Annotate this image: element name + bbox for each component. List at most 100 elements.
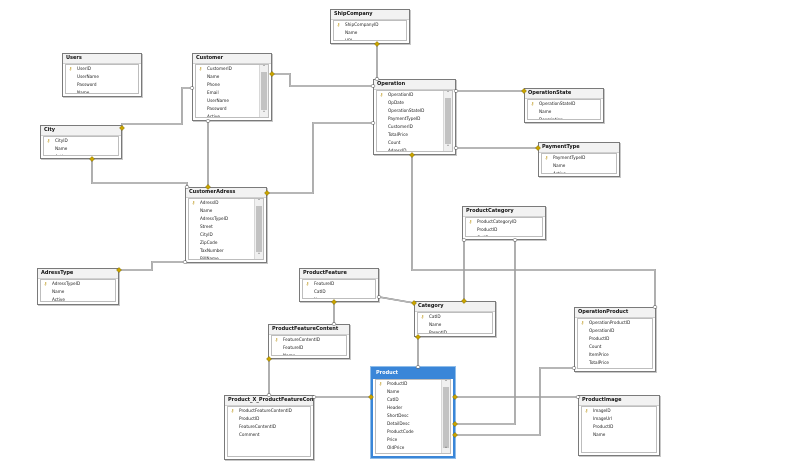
rel-operationproduct-product[interactable] bbox=[455, 367, 574, 436]
column-row[interactable]: ⚷OperationProductID bbox=[578, 319, 652, 327]
column-row[interactable]: ProductID bbox=[466, 226, 542, 234]
column-row[interactable]: CatID bbox=[466, 234, 542, 236]
column-row[interactable]: Name bbox=[272, 352, 346, 355]
column-row[interactable]: ⚷ProductFeatureContentID bbox=[228, 407, 310, 415]
column-row[interactable]: ⚷UserID bbox=[66, 65, 138, 73]
column-row[interactable]: CityID bbox=[189, 231, 263, 239]
column-row[interactable]: AdressTypeID bbox=[189, 215, 263, 223]
column-row[interactable]: OperationStateID bbox=[377, 107, 452, 115]
column-row[interactable]: TaxNumber bbox=[189, 247, 263, 255]
table-title[interactable]: AdressType bbox=[38, 269, 118, 279]
rel-operation-customer[interactable] bbox=[272, 73, 373, 87]
table-title[interactable]: Product bbox=[373, 369, 453, 379]
table-title[interactable]: ShipCompany bbox=[331, 10, 409, 20]
column-row[interactable]: PaymentTypeID bbox=[377, 115, 452, 123]
column-row[interactable]: ⚷FeatureContentID bbox=[272, 336, 346, 344]
column-row[interactable]: Name bbox=[66, 89, 138, 93]
table-title[interactable]: ProductFeature bbox=[300, 269, 378, 279]
rel-operation-customeradress[interactable] bbox=[267, 122, 373, 194]
column-row[interactable]: Name bbox=[528, 108, 600, 116]
column-row[interactable]: OpDate bbox=[377, 99, 452, 107]
column-row[interactable]: Password bbox=[66, 81, 138, 89]
column-row[interactable]: ⚷FeatureID bbox=[303, 280, 375, 288]
column-row[interactable]: ⚷ProductID bbox=[376, 380, 450, 388]
column-row[interactable]: UserName bbox=[196, 97, 268, 105]
column-row[interactable]: Name bbox=[41, 288, 115, 296]
table-title[interactable]: PaymentType bbox=[539, 143, 619, 153]
column-row[interactable]: Name bbox=[582, 431, 656, 439]
table-title[interactable]: Product_X_ProductFeatureContent bbox=[225, 396, 313, 406]
column-row[interactable]: Active bbox=[196, 113, 268, 117]
column-row[interactable]: Count bbox=[578, 343, 652, 351]
column-row[interactable]: UserName bbox=[66, 73, 138, 81]
scroll-up-icon[interactable]: ˄ bbox=[446, 91, 450, 97]
scroll-down-icon[interactable]: ˅ bbox=[446, 145, 450, 151]
table-title[interactable]: OperationState bbox=[525, 89, 603, 99]
column-row[interactable]: Name bbox=[542, 162, 616, 170]
column-row[interactable]: ⚷ShipCompanyID bbox=[334, 21, 406, 29]
table-title[interactable]: Operation bbox=[374, 80, 455, 90]
column-row[interactable]: DetailDesc bbox=[376, 420, 450, 428]
column-row[interactable]: TotalPrice bbox=[377, 131, 452, 139]
column-row[interactable]: Name bbox=[44, 145, 118, 153]
scroll-down-icon[interactable]: ˅ bbox=[257, 253, 261, 259]
vertical-scrollbar[interactable]: ˄˅ bbox=[441, 380, 450, 453]
scroll-up-icon[interactable]: ˄ bbox=[262, 65, 266, 71]
vertical-scrollbar[interactable]: ˄˅ bbox=[443, 91, 452, 151]
table-title[interactable]: ProductImage bbox=[579, 396, 659, 406]
column-row[interactable]: ProductCode bbox=[376, 428, 450, 436]
column-row[interactable]: TotalPrice bbox=[578, 359, 652, 367]
column-row[interactable]: BillName bbox=[189, 255, 263, 259]
vertical-scrollbar[interactable]: ˄˅ bbox=[254, 199, 263, 259]
column-row[interactable]: Phone bbox=[196, 81, 268, 89]
column-row[interactable]: ⚷CityID bbox=[44, 137, 118, 145]
column-row[interactable]: Count bbox=[377, 139, 452, 147]
column-row[interactable]: Active bbox=[41, 296, 115, 301]
table-title[interactable]: ProductFeatureContent bbox=[269, 325, 349, 335]
table-title[interactable]: City bbox=[41, 126, 121, 136]
column-row[interactable]: FeatureID bbox=[272, 344, 346, 352]
column-row[interactable]: ProductID bbox=[578, 335, 652, 343]
scroll-down-icon[interactable]: ˅ bbox=[262, 111, 266, 117]
column-row[interactable]: ShortDesc bbox=[376, 412, 450, 420]
column-row[interactable]: ProductID bbox=[582, 423, 656, 431]
scroll-thumb[interactable] bbox=[445, 98, 451, 144]
column-row[interactable]: ItemPrice bbox=[578, 351, 652, 359]
column-row[interactable]: Active bbox=[44, 153, 118, 155]
column-row[interactable]: CatID bbox=[303, 288, 375, 296]
column-row[interactable]: OperationID bbox=[578, 327, 652, 335]
scroll-thumb[interactable] bbox=[261, 72, 267, 110]
table-title[interactable]: Customer bbox=[193, 54, 271, 64]
scroll-up-icon[interactable]: ˄ bbox=[444, 380, 448, 386]
column-row[interactable]: FeatureContentID bbox=[228, 423, 310, 431]
scroll-down-icon[interactable]: ˅ bbox=[444, 447, 448, 453]
table-title[interactable]: Users bbox=[63, 54, 141, 64]
column-row[interactable]: IsInShowcase bbox=[376, 452, 450, 453]
column-row[interactable]: Name bbox=[303, 296, 375, 298]
rel-customeradress-adresstype[interactable] bbox=[119, 261, 185, 271]
column-row[interactable]: ParentID bbox=[418, 329, 492, 333]
column-row[interactable]: ⚷ProductCategoryID bbox=[466, 218, 542, 226]
column-row[interactable]: ⚷PaymentTypeID bbox=[542, 154, 616, 162]
column-row[interactable]: Name bbox=[376, 388, 450, 396]
rel-customeradress-city[interactable] bbox=[91, 159, 188, 187]
column-row[interactable]: ⚷OperationID bbox=[377, 91, 452, 99]
scroll-thumb[interactable] bbox=[256, 206, 262, 252]
column-row[interactable]: ⚷AdressID bbox=[189, 199, 263, 207]
column-row[interactable]: ImageUrl bbox=[582, 415, 656, 423]
column-row[interactable]: ⚷OperationStateID bbox=[528, 100, 600, 108]
column-row[interactable]: Name bbox=[334, 29, 406, 37]
column-row[interactable]: Name bbox=[189, 207, 263, 215]
column-row[interactable]: AdressID bbox=[377, 147, 452, 151]
column-row[interactable]: ZipCode bbox=[189, 239, 263, 247]
